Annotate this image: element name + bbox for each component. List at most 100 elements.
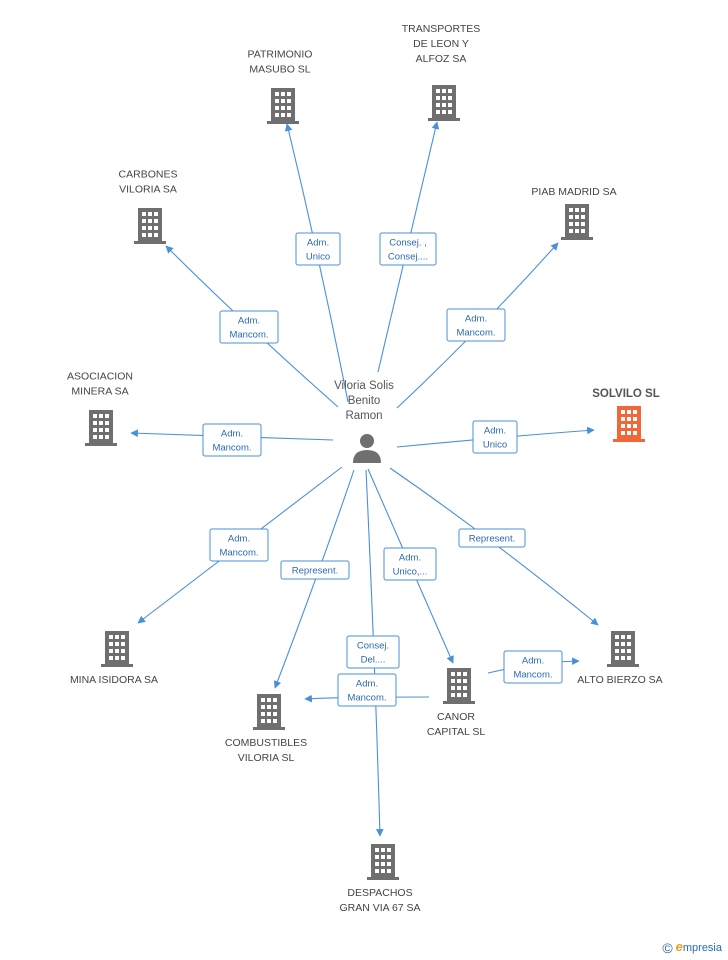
edge-label-box xyxy=(280,560,350,580)
edge-label-text: Adm. xyxy=(238,316,260,327)
edge-label-text: Unico xyxy=(306,252,330,263)
edge-label-box xyxy=(202,423,262,457)
edge-label-text: Mancom. xyxy=(229,330,268,341)
edge-label-10[interactable]: Consej. Del.... xyxy=(346,635,400,669)
edge-label-text: Mancom. xyxy=(212,443,251,454)
company-name: MINA ISIDORA SA xyxy=(70,674,158,686)
company-name: ASOCIACION xyxy=(67,371,133,383)
edge-label-box xyxy=(458,528,526,548)
edge-label-text: Mancom. xyxy=(513,670,552,681)
company-node-transportes[interactable]: TRANSPORTES DE LEON Y ALFOZ SA xyxy=(402,23,481,121)
edge-label-text: Unico xyxy=(483,440,507,451)
company-name: DESPACHOS xyxy=(347,887,412,899)
edge-label-box xyxy=(503,650,563,684)
edge-label-text: Adm. xyxy=(228,534,250,545)
footer-brand[interactable]: ©empresia xyxy=(662,939,722,956)
company-name: COMBUSTIBLES xyxy=(225,737,307,749)
edge-label-text: Represent. xyxy=(469,534,515,545)
brand-name: mpresia xyxy=(682,941,722,954)
edge-label-2[interactable]: Adm. Mancom. xyxy=(219,310,279,344)
edge-label-text: Represent. xyxy=(292,566,338,577)
edge-label-box xyxy=(383,547,437,581)
company-node-combustibles[interactable]: COMBUSTIBLES VILORIA SL xyxy=(225,694,307,764)
company-name: VILORIA SL xyxy=(238,752,295,764)
building-icon xyxy=(443,668,475,704)
edge-label-box xyxy=(295,232,341,266)
edge-labels-layer: Adm. Unico Consej. , Consej.... Adm. Mancom. A… xyxy=(202,232,563,707)
company-name: GRAN VIA 67 SA xyxy=(339,902,420,914)
building-icon xyxy=(561,204,593,240)
edge-label-text: Mancom. xyxy=(219,548,258,559)
copyright-icon: © xyxy=(662,940,673,956)
edge-label-box xyxy=(337,673,397,707)
edge-label-text: Adm. xyxy=(522,656,544,667)
edge-label-text: Adm. xyxy=(307,238,329,249)
edge-label-8[interactable]: Adm. Unico,... xyxy=(383,547,437,581)
person-icon xyxy=(353,434,381,463)
company-node-canor[interactable]: CANOR CAPITAL SL xyxy=(427,668,486,738)
edge-label-text: Consej. xyxy=(357,641,389,652)
building-icon xyxy=(428,85,460,121)
company-node-patrimonio[interactable]: PATRIMONIO MASUBO SL xyxy=(248,49,313,125)
edge-label-text: Unico,... xyxy=(393,567,428,578)
edge-label-text: Adm. xyxy=(484,426,506,437)
company-node-solvilo[interactable]: SOLVILO SL xyxy=(592,388,660,442)
company-node-carbones[interactable]: CARBONES VILORIA SA xyxy=(119,169,178,245)
company-name: MINERA SA xyxy=(71,386,128,398)
brand-initial: e xyxy=(675,938,683,954)
building-icon xyxy=(134,208,166,244)
center-person-label: Benito xyxy=(348,395,381,407)
company-name: CARBONES xyxy=(119,169,178,181)
company-name: TRANSPORTES xyxy=(402,23,481,35)
edge-label-1[interactable]: Consej. , Consej.... xyxy=(379,232,437,266)
edge-label-box xyxy=(472,420,518,454)
edges-layer xyxy=(130,121,599,837)
edge-label-box xyxy=(446,308,506,342)
edge-label-box xyxy=(209,528,269,562)
building-icon xyxy=(267,88,299,124)
edge-label-text: Del.... xyxy=(361,655,386,666)
company-name: SOLVILO SL xyxy=(592,388,660,400)
building-icon xyxy=(101,631,133,667)
building-icon xyxy=(253,694,285,730)
edge-label-7[interactable]: Represent. xyxy=(280,560,350,580)
company-name: MASUBO SL xyxy=(249,64,310,76)
company-node-alto[interactable]: ALTO BIERZO SA xyxy=(577,631,663,686)
company-name: CAPITAL SL xyxy=(427,726,486,738)
edge-label-9[interactable]: Represent. xyxy=(458,528,526,548)
company-node-mina[interactable]: MINA ISIDORA SA xyxy=(70,631,158,686)
company-name: ALTO BIERZO SA xyxy=(577,674,662,686)
edge-label-text: Consej.... xyxy=(388,252,428,263)
edge-label-6[interactable]: Adm. Mancom. xyxy=(209,528,269,562)
edge-label-text: Adm. xyxy=(399,553,421,564)
edge-label-11[interactable]: Adm. Mancom. xyxy=(337,673,397,707)
edge-label-box xyxy=(219,310,279,344)
building-icon xyxy=(85,410,117,446)
center-person-label: Ramon xyxy=(345,410,382,422)
edge-label-box xyxy=(346,635,400,669)
edge-label-12[interactable]: Adm. Mancom. xyxy=(503,650,563,684)
edge-label-text: Adm. xyxy=(356,679,378,690)
company-node-despachos[interactable]: DESPACHOS GRAN VIA 67 SA xyxy=(339,844,421,914)
company-name: PIAB MADRID SA xyxy=(531,186,616,198)
edge-label-text: Mancom. xyxy=(347,693,386,704)
company-node-piab[interactable]: PIAB MADRID SA xyxy=(531,186,617,240)
edge-label-text: Consej. , xyxy=(389,238,427,249)
edge-label-3[interactable]: Adm.Mancom. xyxy=(446,308,506,342)
building-icon xyxy=(613,406,645,442)
company-name: DE LEON Y xyxy=(413,38,469,50)
edge-label-box xyxy=(379,232,437,266)
edge-label-text: Adm. xyxy=(465,314,487,325)
company-name: ALFOZ SA xyxy=(416,53,467,65)
company-name: VILORIA SA xyxy=(119,184,177,196)
company-node-asociacion[interactable]: ASOCIACION MINERA SA xyxy=(67,371,133,447)
company-name: CANOR xyxy=(437,711,475,723)
company-name: PATRIMONIO xyxy=(248,49,313,61)
center-person-label: Viloria Solis xyxy=(334,380,394,392)
edge-label-5[interactable]: Adm. Unico xyxy=(472,420,518,454)
edge-label-4[interactable]: Adm.Mancom. xyxy=(202,423,262,457)
edge-label-0[interactable]: Adm. Unico xyxy=(295,232,341,266)
